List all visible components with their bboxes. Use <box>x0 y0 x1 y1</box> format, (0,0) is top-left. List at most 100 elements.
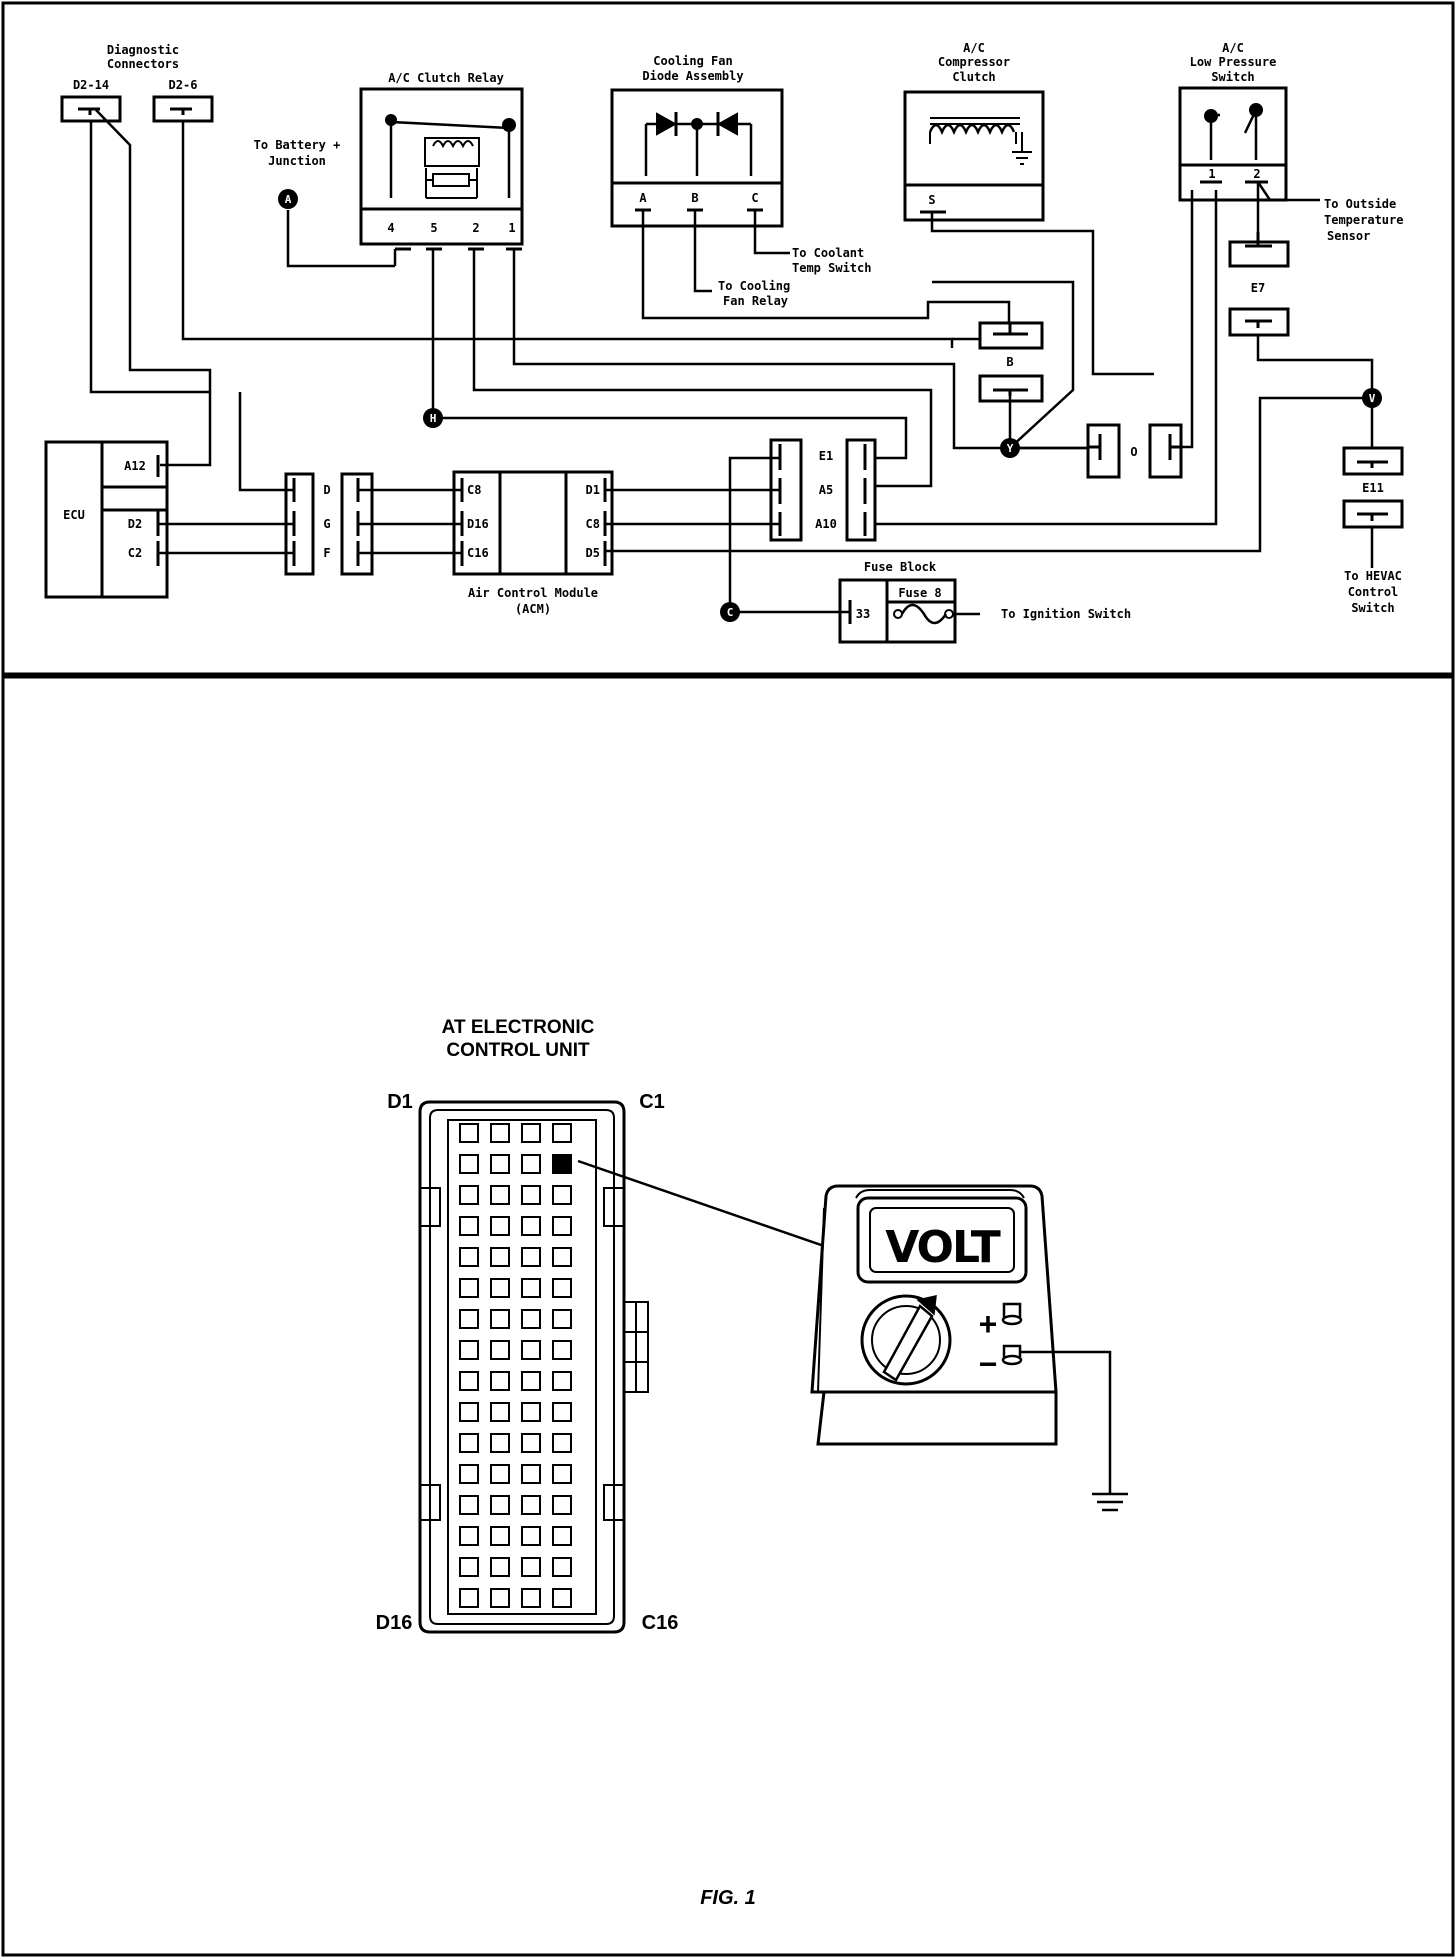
ac-compressor-clutch <box>903 90 1045 222</box>
splice-node-y <box>1000 438 1020 458</box>
pin-cavity <box>490 1309 510 1329</box>
ground-symbol-icon <box>1092 1492 1128 1512</box>
lps-pin-2: 2 <box>1253 167 1260 181</box>
pin-cavity <box>552 1340 572 1360</box>
acm-title-2: (ACM) <box>515 602 551 616</box>
lps-title-3: Switch <box>1211 70 1254 84</box>
pin-cavity <box>521 1278 541 1298</box>
pin-cavity <box>490 1526 510 1546</box>
pin-cavity <box>459 1371 479 1391</box>
pin-cavity <box>459 1123 479 1143</box>
acm-left-d16: D16 <box>467 517 489 531</box>
diode-title-1: Cooling Fan <box>653 54 732 68</box>
ac-clutch-relay <box>359 87 524 251</box>
test-panel-frame <box>1 675 1455 1957</box>
pin-cavity <box>521 1185 541 1205</box>
outside-label-2: Temperature <box>1324 213 1403 227</box>
acm-right-d1: D1 <box>586 483 600 497</box>
pin-cavity <box>521 1495 541 1515</box>
pin-cavity <box>459 1278 479 1298</box>
ecu-pin-c2: C2 <box>128 546 142 560</box>
pin-cavity <box>521 1340 541 1360</box>
e11-label: E11 <box>1362 481 1384 495</box>
pin-cavity <box>552 1557 572 1577</box>
pin-cavity <box>490 1433 510 1453</box>
ecu-label: ECU <box>63 508 85 522</box>
e1-pin-a5: A5 <box>819 483 833 497</box>
coolant-label-1: To Coolant <box>792 246 864 260</box>
figure-caption: FIG. 1 <box>700 1887 756 1909</box>
dgf-f: F <box>323 546 330 560</box>
splice-node-a <box>278 189 298 209</box>
lps-pin-1: 1 <box>1208 167 1215 181</box>
minus-sign: − <box>979 1346 998 1382</box>
pin-cavity <box>521 1588 541 1608</box>
b-label: B <box>1006 355 1013 369</box>
plus-sign: + <box>979 1306 998 1342</box>
pin-cavity <box>521 1402 541 1422</box>
probe-lead-ground <box>1020 1350 1112 1494</box>
dgf-d: D <box>323 483 330 497</box>
acm-right-c8: C8 <box>586 517 600 531</box>
meter-labels: VOLT + − <box>885 1222 1002 1382</box>
pin-cavity <box>490 1495 510 1515</box>
pin-cavity <box>552 1185 572 1205</box>
label-d16: D16 <box>376 1612 413 1634</box>
pin-cavity <box>521 1123 541 1143</box>
pin-cavity <box>521 1464 541 1484</box>
relay-pin-1: 1 <box>508 221 515 235</box>
d2-14-label: D2-14 <box>73 78 109 92</box>
pin-cavity <box>490 1247 510 1267</box>
connector-o-right <box>1148 423 1183 479</box>
ignition-label: To Ignition Switch <box>1001 607 1131 621</box>
pin-cavity <box>552 1123 572 1143</box>
comp-title-2: Compressor <box>938 55 1010 69</box>
label-c1: C1 <box>639 1091 665 1113</box>
pin-cavity <box>459 1340 479 1360</box>
multimeter <box>810 1184 1058 1446</box>
outside-label-3: Sensor <box>1327 229 1370 243</box>
pin-cavity <box>490 1154 510 1174</box>
e1-pin-e1: E1 <box>819 449 833 463</box>
pin-cavity <box>459 1402 479 1422</box>
pin-cavity <box>552 1309 572 1329</box>
ecu-pin-a12: A12 <box>124 459 146 473</box>
fanrelay-label-2: Fan Relay <box>723 294 788 308</box>
hevac-label-2: Control <box>1348 585 1399 599</box>
test-labels: AT ELECTRONIC CONTROL UNIT D1 C1 D16 C16 <box>376 1017 679 1634</box>
node-v-letter: V <box>1369 392 1376 405</box>
pin-cavity <box>552 1588 572 1608</box>
hevac-label-3: Switch <box>1351 601 1394 615</box>
pin-cavity <box>459 1247 479 1267</box>
battery-label-1: To Battery + <box>254 138 341 152</box>
pin-cavity <box>459 1216 479 1236</box>
pin-cavity <box>552 1495 572 1515</box>
pin-cavity <box>459 1495 479 1515</box>
e1-pin-a10: A10 <box>815 517 837 531</box>
pin-cavity <box>490 1371 510 1391</box>
pin-cavity <box>521 1557 541 1577</box>
lps-title-1: A/C <box>1222 41 1244 55</box>
lps-title-2: Low Pressure <box>1190 55 1277 69</box>
pin-cavity <box>552 1433 572 1453</box>
comp-title-1: A/C <box>963 41 985 55</box>
wiring-labels: Diagnostic Connectors D2-14 D2-6 A/C Clu… <box>63 41 1403 621</box>
connector-o-left <box>1086 423 1121 479</box>
pin-cavity <box>552 1278 572 1298</box>
o-label: O <box>1130 445 1137 459</box>
pin-cavity <box>459 1433 479 1453</box>
battery-label-2: Junction <box>268 154 326 168</box>
ecu-title-1: AT ELECTRONIC <box>442 1017 595 1038</box>
comp-title-3: Clutch <box>952 70 995 84</box>
dgf-g: G <box>323 517 330 531</box>
coolant-label-2: Temp Switch <box>792 261 871 275</box>
relay-pin-5: 5 <box>430 221 437 235</box>
pin-cavity <box>490 1340 510 1360</box>
splice-node-c <box>720 602 740 622</box>
pin-cavity <box>490 1185 510 1205</box>
pin-cavity <box>521 1247 541 1267</box>
pin-cavity <box>552 1247 572 1267</box>
pin-cavity <box>552 1216 572 1236</box>
